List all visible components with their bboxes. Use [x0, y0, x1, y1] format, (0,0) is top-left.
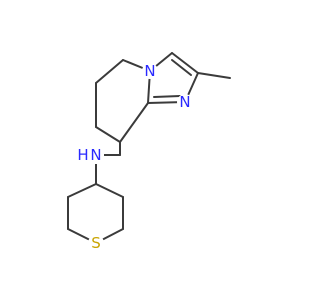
bond-thiane-c5-c4: [95, 183, 124, 198]
atom-n-amine: N: [90, 146, 101, 164]
bond-c7-c8: [95, 126, 121, 143]
bond-c2-methyl: [197, 72, 231, 79]
atom-labels-group: N N H N S: [76, 62, 193, 252]
bond-c3-c2-double: [171, 59, 192, 76]
atom-n-ring: N: [144, 62, 155, 80]
bond-c3-c2: [171, 52, 199, 74]
bond-n1-c8a-double: [153, 95, 181, 98]
bond-c8-c8a: [119, 102, 149, 143]
atom-sulfur: S: [91, 234, 101, 252]
bond-c5-c6: [95, 59, 124, 84]
bond-thiane-c4-c3: [67, 183, 97, 198]
atom-n-imine: N: [179, 93, 190, 111]
molecule-structure: N N H N S: [67, 52, 231, 252]
atom-h-amine: H: [77, 146, 88, 164]
